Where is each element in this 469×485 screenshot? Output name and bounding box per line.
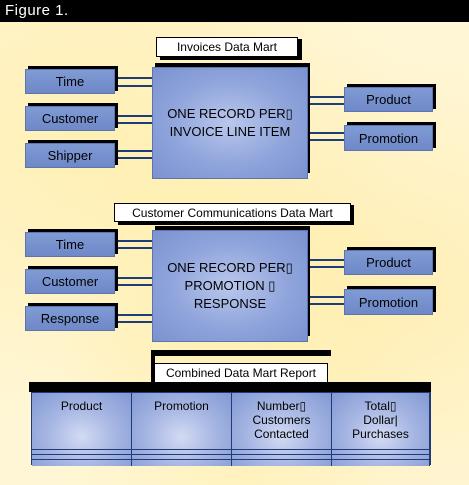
report-column-customers-contacted: Number▯ Customers Contacted: [232, 393, 332, 466]
comm-dim-product: Product: [344, 250, 433, 275]
column-header-line: Contacted: [254, 427, 309, 441]
dim-label: Product: [366, 255, 411, 270]
dim-label: Product: [366, 92, 411, 107]
comm-dim-time: Time: [25, 232, 115, 257]
comm-dim-response: Response: [25, 306, 115, 331]
comm-dim-promotion: Promotion: [344, 289, 433, 315]
report-shadow: [29, 382, 431, 392]
dim-label: Time: [55, 237, 85, 252]
combined-report-table: Product Promotion Number▯ Customers Cont…: [31, 392, 431, 466]
connector: [115, 247, 155, 249]
connector: [115, 284, 155, 286]
connector: [308, 103, 344, 105]
connector: [115, 321, 155, 323]
invoices-dim-shipper: Shipper: [25, 143, 115, 168]
fact-text-line: PROMOTION ▯: [184, 278, 276, 293]
report-row-rule: [32, 454, 430, 455]
fact-text-line: INVOICE LINE ITEM: [169, 124, 291, 139]
column-header-line: Dollar|: [363, 413, 398, 427]
report-row-rule: [32, 449, 430, 450]
connector: [115, 240, 155, 242]
dim-label: Customer: [41, 111, 99, 126]
column-header-line: Purchases: [352, 427, 409, 441]
connector: [115, 157, 155, 159]
communications-mart-title-text: Customer Communications Data Mart: [132, 205, 333, 220]
invoices-dim-product: Product: [344, 87, 433, 112]
report-row-rule: [32, 459, 430, 460]
figure-label: Figure 1.: [5, 2, 69, 19]
column-header-line: Customers: [252, 413, 311, 427]
connector: [115, 277, 155, 279]
connector: [308, 139, 344, 141]
connector: [115, 115, 155, 117]
connector: [115, 150, 155, 152]
invoices-fact-table: ONE RECORD PER▯ INVOICE LINE ITEM: [152, 67, 308, 179]
figure-title-bar: Figure 1.: [0, 0, 469, 22]
connector: [308, 132, 344, 134]
column-header-line: Number▯: [256, 399, 307, 413]
report-top-shadow: [151, 350, 331, 356]
dim-label: Customer: [41, 274, 99, 289]
invoices-mart-title: Invoices Data Mart: [156, 37, 298, 57]
connector: [115, 122, 155, 124]
column-header-line: Total▯: [364, 399, 397, 413]
report-column-product: Product: [32, 393, 132, 466]
connector: [308, 266, 344, 268]
report-title: Combined Data Mart Report: [154, 363, 328, 383]
communications-fact-table: ONE RECORD PER▯ PROMOTION ▯ RESPONSE: [152, 230, 308, 342]
comm-dim-customer: Customer: [25, 269, 115, 294]
invoices-dim-promotion: Promotion: [344, 125, 433, 151]
connector: [115, 85, 155, 87]
report-column-dollar-purchases: Total▯ Dollar| Purchases: [332, 393, 430, 466]
connector: [308, 303, 344, 305]
invoices-dim-customer: Customer: [25, 106, 115, 131]
report-left-shadow: [151, 356, 155, 384]
invoices-dim-time: Time: [25, 69, 115, 94]
connector: [115, 77, 155, 79]
dim-label: Promotion: [358, 294, 419, 310]
connector: [308, 259, 344, 261]
report-title-text: Combined Data Mart Report: [165, 366, 317, 380]
fact-text-line: ONE RECORD PER▯: [167, 106, 293, 121]
column-header-line: Product: [60, 399, 103, 413]
connector: [115, 314, 155, 316]
invoices-mart-title-text: Invoices Data Mart: [176, 40, 278, 54]
dim-label: Response: [40, 311, 100, 326]
fact-text-line: ONE RECORD PER▯: [167, 260, 293, 275]
dim-label: Time: [55, 74, 85, 89]
column-header-line: Promotion: [154, 399, 209, 413]
communications-mart-title: Customer Communications Data Mart: [114, 203, 351, 222]
connector: [308, 96, 344, 98]
connector: [308, 296, 344, 298]
fact-text-line: RESPONSE: [193, 296, 267, 311]
report-column-promotion: Promotion: [132, 393, 232, 466]
dim-label: Promotion: [358, 130, 419, 146]
dim-label: Shipper: [47, 148, 93, 163]
